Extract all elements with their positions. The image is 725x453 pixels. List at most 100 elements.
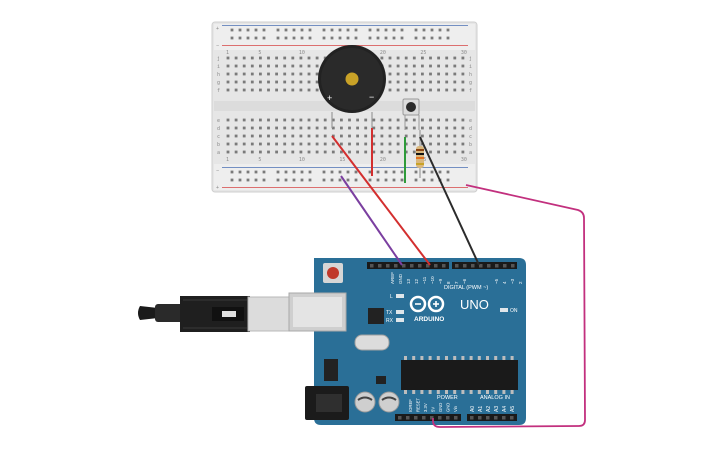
breadboard-hole[interactable] [396,72,400,76]
breadboard-hole[interactable] [291,150,295,154]
breadboard-hole[interactable] [412,80,416,84]
header-pin-hole[interactable] [454,416,458,420]
rail-hole[interactable] [322,178,326,182]
breadboard-hole[interactable] [453,56,457,60]
breadboard-hole[interactable] [267,118,270,122]
breadboard-hole[interactable] [437,142,440,146]
breadboard-hole[interactable] [380,118,384,122]
breadboard-hole[interactable] [404,64,408,68]
rail-hole[interactable] [400,28,404,32]
breadboard-hole[interactable] [396,56,400,60]
breadboard-hole[interactable] [250,134,254,138]
breadboard-hole[interactable] [437,118,440,122]
breadboard-hole[interactable] [364,150,368,154]
rail-hole[interactable] [414,170,418,174]
breadboard-hole[interactable] [242,80,246,84]
breadboard-hole[interactable] [283,88,287,92]
breadboard-hole[interactable] [388,142,392,146]
breadboard-hole[interactable] [259,134,262,138]
push-button[interactable] [402,98,420,130]
breadboard-hole[interactable] [388,88,392,92]
breadboard-hole[interactable] [315,56,319,60]
rail-hole[interactable] [230,36,234,40]
breadboard-hole[interactable] [234,56,238,60]
rail-hole[interactable] [414,36,418,40]
breadboard-hole[interactable] [267,80,270,84]
rail-hole[interactable] [276,28,280,32]
breadboard-hole[interactable] [226,56,230,60]
breadboard-hole[interactable] [437,88,440,92]
breadboard-hole[interactable] [421,118,424,122]
breadboard-hole[interactable] [421,126,424,130]
breadboard-hole[interactable] [275,72,278,76]
piezo-buzzer[interactable]: + − [318,45,386,128]
breadboard-hole[interactable] [372,150,376,154]
breadboard-hole[interactable] [429,118,432,122]
breadboard-hole[interactable] [429,80,432,84]
breadboard-hole[interactable] [299,64,303,68]
breadboard-hole[interactable] [364,142,368,146]
breadboard-hole[interactable] [307,118,311,122]
breadboard-hole[interactable] [242,88,246,92]
rail-hole[interactable] [376,170,380,174]
rail-hole[interactable] [338,28,342,32]
breadboard-hole[interactable] [283,142,287,146]
breadboard-hole[interactable] [348,118,351,122]
breadboard-hole[interactable] [299,126,303,130]
breadboard-hole[interactable] [356,150,359,154]
wire-red-pin9[interactable] [331,135,431,266]
rail-hole[interactable] [430,28,434,32]
rail-hole[interactable] [238,178,242,182]
breadboard-hole[interactable] [259,88,262,92]
breadboard-hole[interactable] [445,142,449,146]
breadboard-hole[interactable] [412,118,416,122]
rail-hole[interactable] [262,28,266,32]
breadboard-hole[interactable] [396,150,400,154]
breadboard-hole[interactable] [259,80,262,84]
breadboard-hole[interactable] [299,150,303,154]
header-pin-hole[interactable] [422,416,426,420]
rail-hole[interactable] [414,178,418,182]
breadboard-hole[interactable] [234,88,238,92]
breadboard-hole[interactable] [380,126,384,130]
breadboard-hole[interactable] [364,134,368,138]
breadboard-hole[interactable] [291,126,295,130]
rail-hole[interactable] [254,178,258,182]
breadboard-hole[interactable] [340,150,343,154]
rail-hole[interactable] [254,170,258,174]
breadboard-hole[interactable] [396,80,400,84]
breadboard-hole[interactable] [421,72,424,76]
breadboard-hole[interactable] [388,134,392,138]
breadboard-hole[interactable] [242,150,246,154]
breadboard-hole[interactable] [412,142,416,146]
rail-hole[interactable] [368,36,372,40]
rail-hole[interactable] [292,178,296,182]
breadboard-hole[interactable] [461,134,465,138]
breadboard-hole[interactable] [283,56,287,60]
breadboard-hole[interactable] [348,150,351,154]
rail-hole[interactable] [446,178,450,182]
rail-hole[interactable] [292,170,296,174]
breadboard-hole[interactable] [453,118,457,122]
breadboard-hole[interactable] [234,118,238,122]
breadboard-hole[interactable] [453,134,457,138]
rail-hole[interactable] [276,36,280,40]
rail-hole[interactable] [400,36,404,40]
rail-hole[interactable] [392,178,396,182]
breadboard-hole[interactable] [315,126,319,130]
rail-hole[interactable] [338,178,342,182]
rail-hole[interactable] [246,178,250,182]
breadboard-hole[interactable] [307,56,311,60]
rail-hole[interactable] [284,36,288,40]
breadboard-hole[interactable] [250,142,254,146]
breadboard-hole[interactable] [267,150,270,154]
rail-hole[interactable] [284,170,288,174]
breadboard-hole[interactable] [429,134,432,138]
breadboard-hole[interactable] [461,118,465,122]
rail-hole[interactable] [300,28,304,32]
rail-hole[interactable] [308,28,312,32]
breadboard-hole[interactable] [299,142,303,146]
rail-hole[interactable] [308,178,312,182]
breadboard-hole[interactable] [323,150,327,154]
rail-hole[interactable] [276,178,280,182]
